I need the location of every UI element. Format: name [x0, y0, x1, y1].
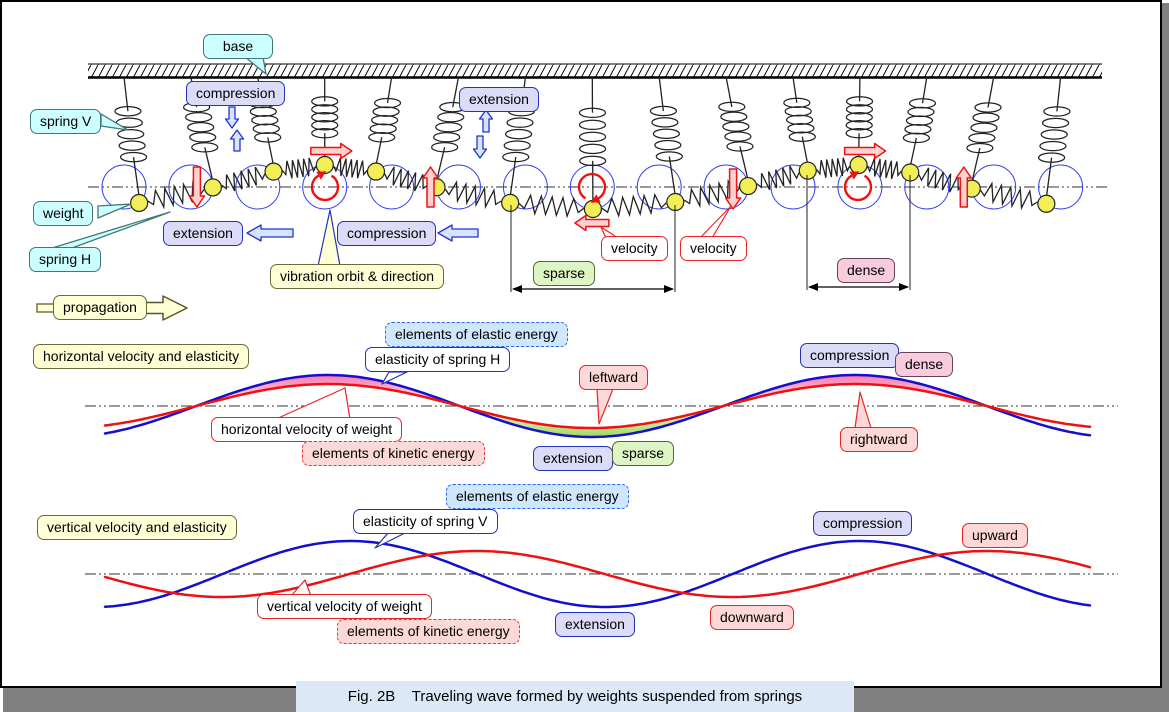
leftward-label: leftward — [579, 365, 649, 390]
mid-spring-h-label: elasticity of spring H — [365, 347, 511, 372]
drop-shadow-right — [1162, 3, 1169, 712]
bot-spring-v-label: elasticity of spring V — [353, 509, 498, 534]
bottom-chart-title: vertical velocity and elasticity — [37, 515, 237, 540]
mid-compression-label: compression — [800, 343, 900, 368]
bot-elastic-energy-label: elements of elastic energy — [446, 484, 629, 509]
spring-h-label: spring H — [29, 247, 102, 272]
bot-compression-label: compression — [813, 511, 913, 536]
compression-v-label: compression — [186, 81, 286, 106]
sparse-label: sparse — [533, 261, 596, 286]
compression-h-label: compression — [337, 221, 437, 246]
extension-h-label: extension — [163, 221, 243, 246]
rightward-label: rightward — [840, 427, 918, 452]
base-label: base — [203, 34, 273, 59]
propagation-label: propagation — [53, 295, 147, 320]
dense-label: dense — [837, 258, 896, 283]
figure-caption: Fig. 2B Traveling wave formed by weights… — [296, 681, 854, 712]
upward-label: upward — [962, 523, 1028, 548]
mid-extension-label: extension — [533, 446, 613, 471]
bot-kinetic-energy-label: elements of kinetic energy — [337, 619, 520, 644]
middle-chart-title: horizontal velocity and elasticity — [33, 344, 250, 369]
extension-v-label: extension — [459, 87, 539, 112]
bot-velocity-weight-label: vertical velocity of weight — [257, 594, 432, 619]
mid-sparse-label: sparse — [612, 441, 675, 466]
velocity-left-label: velocity — [601, 236, 668, 261]
velocity-down-label: velocity — [680, 236, 747, 261]
bot-extension-label: extension — [555, 612, 635, 637]
mid-elastic-energy-label: elements of elastic energy — [385, 322, 568, 347]
mid-dense-label: dense — [895, 352, 954, 377]
mid-velocity-weight-label: horizontal velocity of weight — [211, 417, 403, 442]
vibration-orbit-label: vibration orbit & direction — [270, 264, 445, 289]
downward-label: downward — [710, 605, 794, 630]
mid-kinetic-energy-label: elements of kinetic energy — [302, 441, 485, 466]
spring-v-label: spring V — [30, 109, 102, 134]
weight-label: weight — [33, 201, 94, 226]
